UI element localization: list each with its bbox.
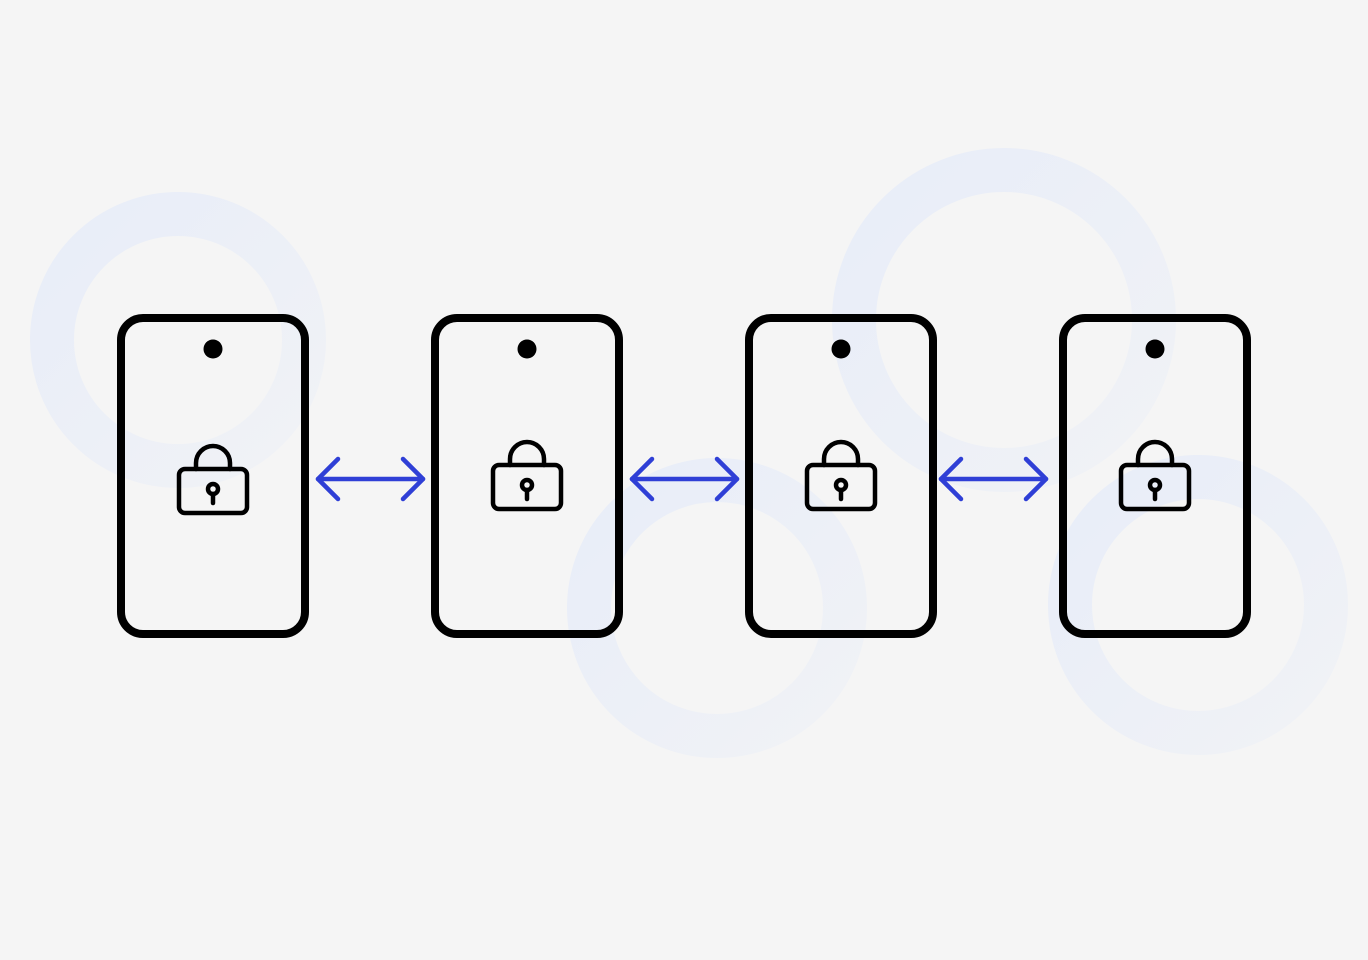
camera-dot xyxy=(203,339,223,359)
connection-arrows xyxy=(315,456,1049,502)
decorative-ring xyxy=(567,458,867,758)
lock-shackle xyxy=(193,443,233,472)
decorative-ring xyxy=(1048,455,1348,755)
phone-1 xyxy=(117,314,309,638)
lock-shackle xyxy=(507,439,547,468)
lock-shackle xyxy=(821,439,861,468)
lock-shackle xyxy=(1135,439,1175,468)
lock-body xyxy=(176,466,250,516)
phone-outline xyxy=(1059,314,1251,638)
phone-4 xyxy=(1059,314,1251,638)
arrow-head-left xyxy=(938,456,964,502)
lock-icon xyxy=(490,439,564,512)
decorative-ring xyxy=(30,192,326,488)
lock-icon xyxy=(804,439,878,512)
camera-dot xyxy=(831,339,851,359)
arrow-head-left xyxy=(315,456,341,502)
arrow-head-right xyxy=(400,456,426,502)
phone-outline xyxy=(745,314,937,638)
bidirectional-arrow xyxy=(315,456,426,502)
bidirectional-arrow xyxy=(938,456,1049,502)
lock-icon xyxy=(1118,439,1192,512)
arrow-head-right xyxy=(714,456,740,502)
phone-2 xyxy=(431,314,623,638)
lock-icon xyxy=(176,443,250,516)
camera-dot xyxy=(517,339,537,359)
arrow-head-right xyxy=(1023,456,1049,502)
background-rings xyxy=(30,148,1348,758)
arrow-head-left xyxy=(629,456,655,502)
phone-3 xyxy=(745,314,937,638)
phone-devices xyxy=(117,314,1251,638)
phone-outline xyxy=(431,314,623,638)
lock-body xyxy=(490,462,564,512)
lock-body xyxy=(1118,462,1192,512)
bidirectional-arrow xyxy=(629,456,740,502)
lock-body xyxy=(804,462,878,512)
camera-dot xyxy=(1145,339,1165,359)
phone-outline xyxy=(117,314,309,638)
